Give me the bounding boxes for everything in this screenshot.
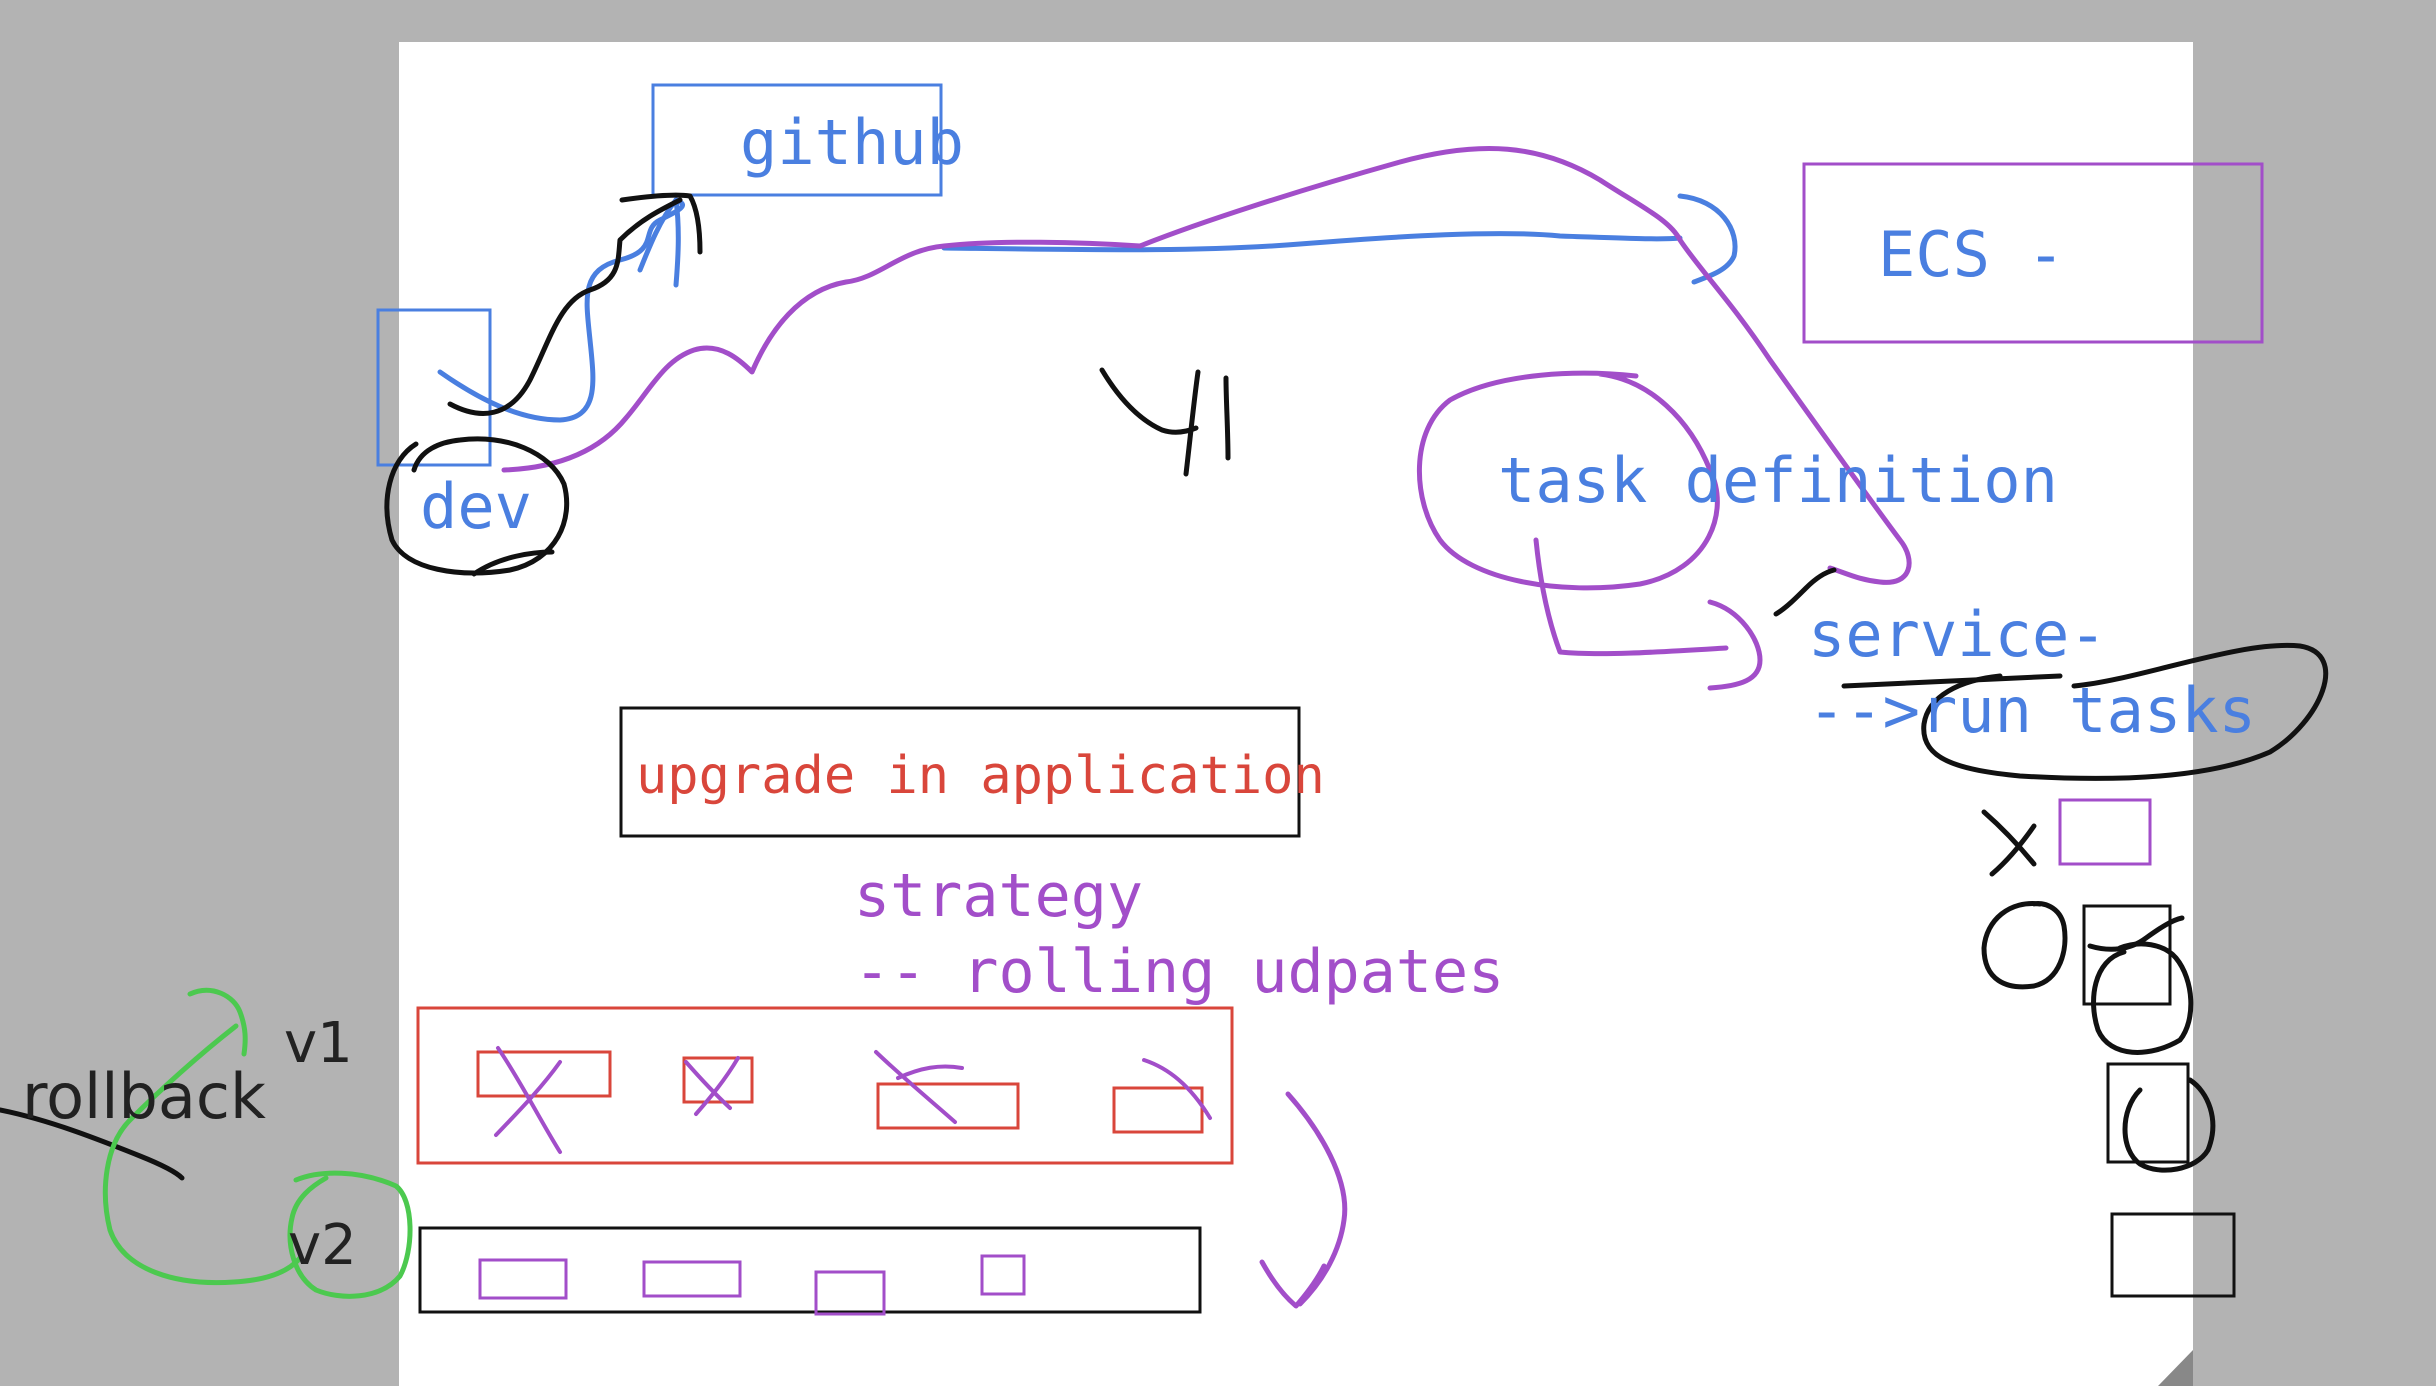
ecs-label: ECS -	[1878, 218, 2065, 291]
cross-marks	[494, 1046, 1212, 1154]
upgrade-label: upgrade in application	[636, 746, 1325, 806]
v2-label: v2	[288, 1213, 357, 1278]
run-tasks-label: -->run tasks	[1808, 674, 2256, 747]
black-strokes	[0, 192, 2329, 1181]
service-label: service-	[1808, 598, 2107, 671]
task-box-3	[2110, 1212, 2236, 1298]
green-rollback-loop	[102, 987, 413, 1299]
task-box-purple	[2058, 798, 2152, 866]
v1-task-3	[876, 1082, 1020, 1130]
v1-label: v1	[284, 1011, 353, 1076]
v2-task-1	[478, 1258, 568, 1300]
task-definition-label: task definition	[1498, 444, 2058, 517]
upgrade-box	[619, 706, 1301, 838]
dev-label: dev	[420, 470, 532, 543]
v1-task-1	[476, 1050, 612, 1098]
task-box-2	[2106, 1062, 2190, 1164]
page-curl	[2158, 1350, 2193, 1386]
v2-task-2	[642, 1260, 742, 1298]
strategy-label: strategy	[854, 861, 1143, 931]
rollback-label: rollback	[22, 1060, 266, 1133]
rolling-updates-label: -- rolling udpates	[854, 937, 1505, 1007]
v2-task-4	[980, 1254, 1026, 1296]
dev-box	[376, 308, 492, 467]
github-label: github	[740, 106, 964, 179]
v1-container	[416, 1006, 1234, 1165]
ecs-box	[1802, 162, 2264, 344]
v2-task-3	[814, 1270, 886, 1316]
v1-task-4	[1112, 1086, 1204, 1134]
v2-container	[418, 1226, 1202, 1314]
github-box	[651, 83, 943, 197]
v1-task-2	[682, 1056, 754, 1104]
purple-strokes	[501, 145, 1912, 1309]
